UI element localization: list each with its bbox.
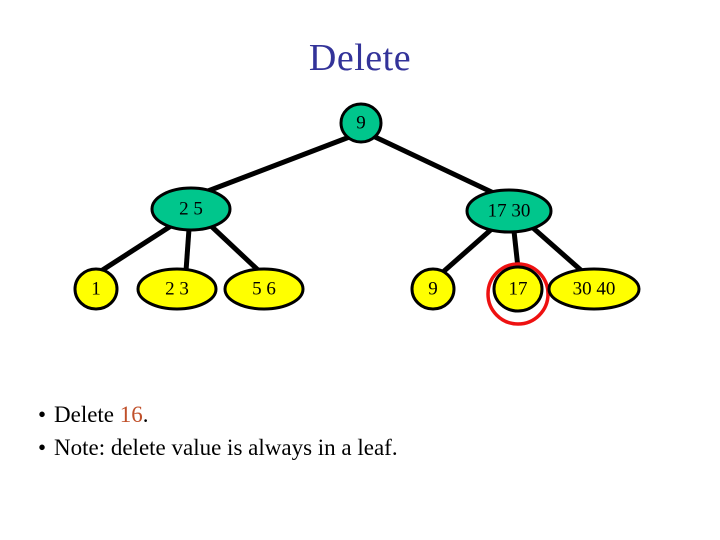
tree-edge-root-int-l <box>199 133 353 197</box>
bullet-highlight-value: 16 <box>119 402 143 427</box>
node-shape-ellipse <box>136 267 218 311</box>
bullet-item: • Note: delete value is always in a leaf. <box>38 431 678 464</box>
node-shape-circle <box>492 265 544 313</box>
tree-edge-int-r-leaf-3040 <box>530 225 585 274</box>
node-label-leaf-17: 17 <box>509 278 528 299</box>
node-shape-ellipse <box>150 186 232 232</box>
page-title: Delete <box>308 37 412 79</box>
tree-node-int-l[interactable]: 2 5 <box>150 186 232 232</box>
node-shape-ellipse <box>465 188 553 234</box>
node-label-int-l: 2 5 <box>179 198 203 219</box>
node-shape-circle <box>339 102 383 144</box>
tree-node-layer: 9 2 5 17 30 1 2 3 5 6 9 17 30 40 <box>73 102 641 313</box>
tree-edge-int-r-leaf-9 <box>441 225 496 274</box>
node-label-leaf-23: 2 3 <box>165 278 189 299</box>
node-label-leaf-9: 9 <box>428 278 438 299</box>
bullet-text: Note: delete value is always in a leaf. <box>54 435 398 460</box>
tree-edge-int-r-leaf-17 <box>511 230 521 269</box>
tree-node-leaf-23[interactable]: 2 3 <box>136 267 218 311</box>
delete-target-circle-icon <box>486 262 550 326</box>
node-label-int-r: 17 30 <box>488 200 531 221</box>
node-label-leaf-56: 5 6 <box>252 278 276 299</box>
bullet-text: Delete <box>54 402 120 427</box>
bullet-marker-icon: • <box>38 402 47 427</box>
tree-edge-int-l-leaf-1 <box>99 221 176 274</box>
tree-node-leaf-56[interactable]: 5 6 <box>223 267 305 311</box>
node-label-leaf-1: 1 <box>91 278 101 299</box>
tree-annotation-layer <box>486 262 550 326</box>
node-shape-circle <box>73 267 119 311</box>
tree-node-int-r[interactable]: 17 30 <box>465 188 553 234</box>
tree-node-leaf-1[interactable]: 1 <box>73 267 119 311</box>
tree-node-leaf-3040[interactable]: 30 40 <box>547 267 641 311</box>
node-shape-ellipse <box>547 267 641 311</box>
tree-edge-int-l-leaf-23 <box>183 228 192 272</box>
tree-edge-int-l-leaf-56 <box>208 223 261 273</box>
tree-node-leaf-17[interactable]: 17 <box>492 265 544 313</box>
bullet-item: • Delete 16. <box>38 398 678 431</box>
bullet-text-suffix: . <box>142 402 149 427</box>
tree-edge-root-int-r <box>371 133 502 199</box>
tree-node-leaf-9[interactable]: 9 <box>410 267 456 311</box>
bullet-list: • Delete 16. • Note: delete value is always… <box>38 398 678 464</box>
tree-node-root[interactable]: 9 <box>339 102 383 144</box>
node-shape-ellipse <box>223 267 305 311</box>
node-label-root: 9 <box>356 112 366 133</box>
node-label-leaf-3040: 30 40 <box>573 278 616 299</box>
tree-edge-layer <box>99 133 585 274</box>
node-shape-circle <box>410 267 456 311</box>
bullet-marker-icon: • <box>38 435 47 460</box>
